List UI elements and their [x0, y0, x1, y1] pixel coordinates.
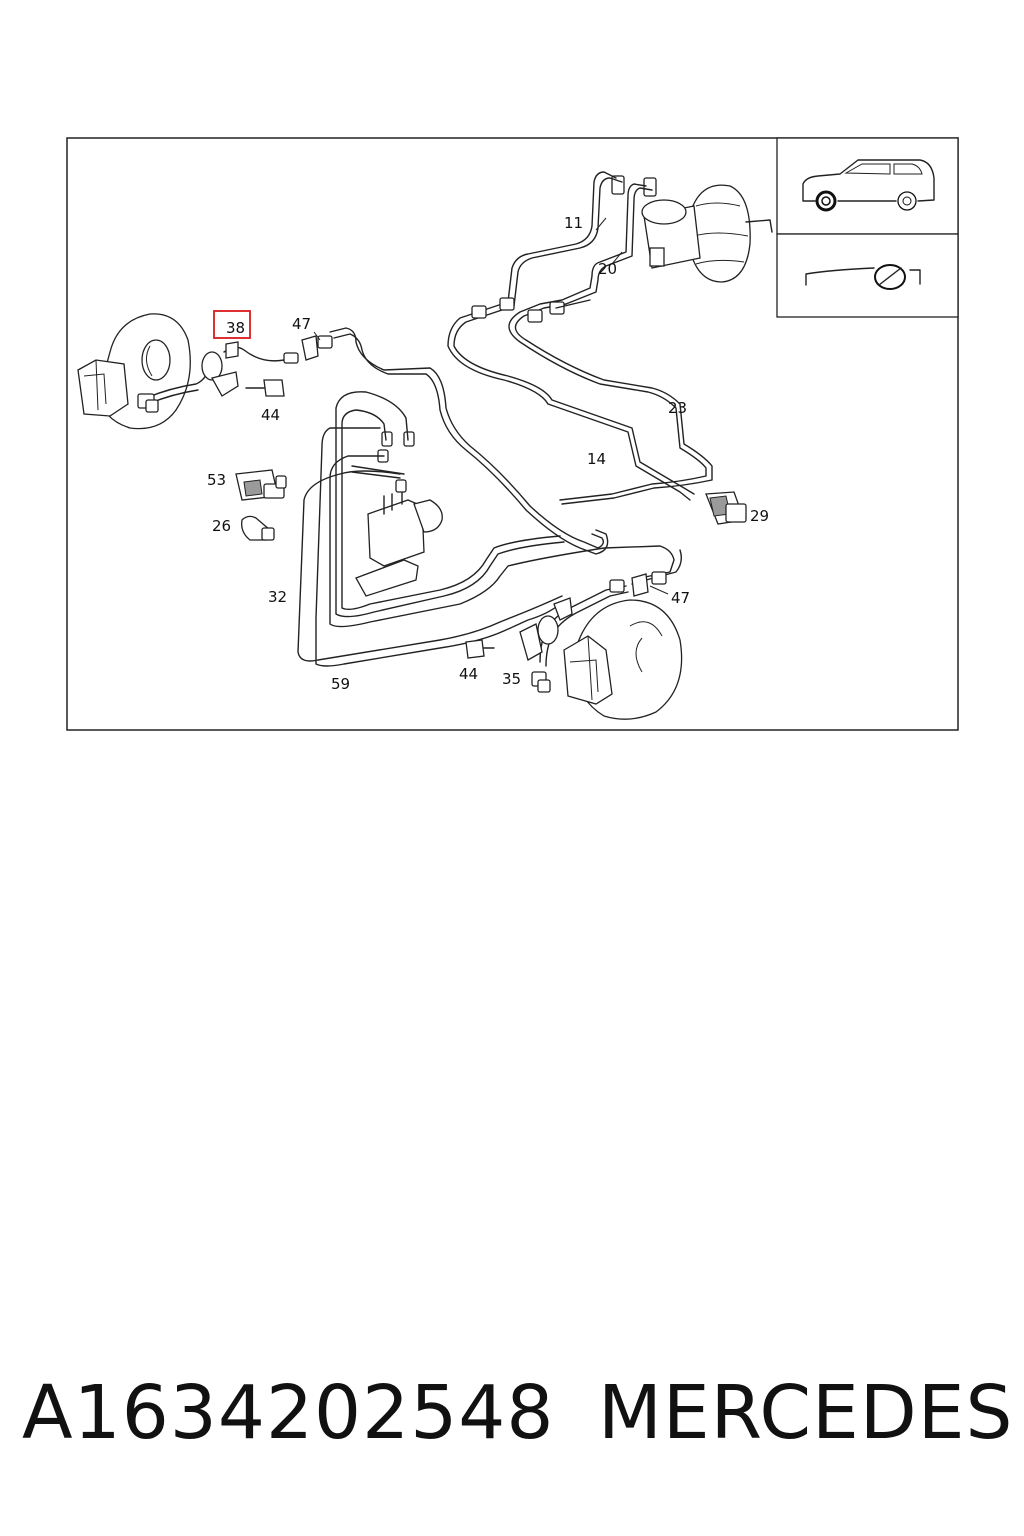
- holder-29: [705, 491, 747, 525]
- leader-lines: [313, 217, 669, 595]
- top-view-box: [776, 233, 959, 318]
- brake-line-20: [471, 183, 713, 505]
- brake-line-23: [555, 299, 591, 309]
- suv-side-view-icon: [802, 159, 935, 212]
- callout-11[interactable]: 11: [564, 214, 583, 232]
- brand-name: MERCEDES: [598, 1370, 1014, 1456]
- brake-system-top-view-icon: [805, 264, 921, 290]
- callout-20[interactable]: 20: [598, 260, 617, 278]
- bracket-47-upper: [301, 335, 333, 361]
- vehicle-selector-panel: [776, 137, 959, 318]
- bolt-44-lower: [465, 639, 495, 659]
- brake-line-47-to-abs: [329, 327, 609, 555]
- abs-hydraulic-unit: [355, 431, 443, 597]
- callout-23[interactable]: 23: [668, 399, 687, 417]
- callout-35[interactable]: 35: [502, 670, 521, 688]
- rear-brake-hose-35: [519, 579, 629, 693]
- callout-26[interactable]: 26: [212, 517, 231, 535]
- callout-32[interactable]: 32: [268, 588, 287, 606]
- rear-right-brake-caliper: [563, 635, 613, 705]
- callout-47-upper[interactable]: 47: [292, 315, 311, 333]
- bracket-47-lower: [631, 571, 667, 597]
- callout-53[interactable]: 53: [207, 471, 226, 489]
- callout-44-lower[interactable]: 44: [459, 665, 478, 683]
- callout-38[interactable]: 38: [226, 319, 245, 337]
- footer: A1634202548 MERCEDES: [0, 1370, 1024, 1480]
- clip-53: [235, 469, 287, 501]
- callout-38-highlight[interactable]: [213, 310, 251, 339]
- brake-line-diagram: 38 11 20 47 44 23 14 53 29 26 32 47 44 3…: [66, 137, 959, 731]
- part-number: A1634202548: [22, 1370, 555, 1456]
- master-cylinder: [611, 175, 701, 269]
- clip-26: [241, 515, 275, 541]
- brake-lines-32-59: [297, 391, 683, 667]
- brake-booster: [689, 184, 773, 283]
- callout-59[interactable]: 59: [331, 675, 350, 693]
- callout-44-upper[interactable]: 44: [261, 406, 280, 424]
- vehicle-view-box: [776, 137, 959, 235]
- bolt-44-upper: [245, 379, 285, 397]
- front-left-brake-caliper: [77, 359, 129, 417]
- callout-14[interactable]: 14: [587, 450, 606, 468]
- callout-47-lower[interactable]: 47: [671, 589, 690, 607]
- callout-29[interactable]: 29: [750, 507, 769, 525]
- front-left-brake-hose: [137, 341, 299, 413]
